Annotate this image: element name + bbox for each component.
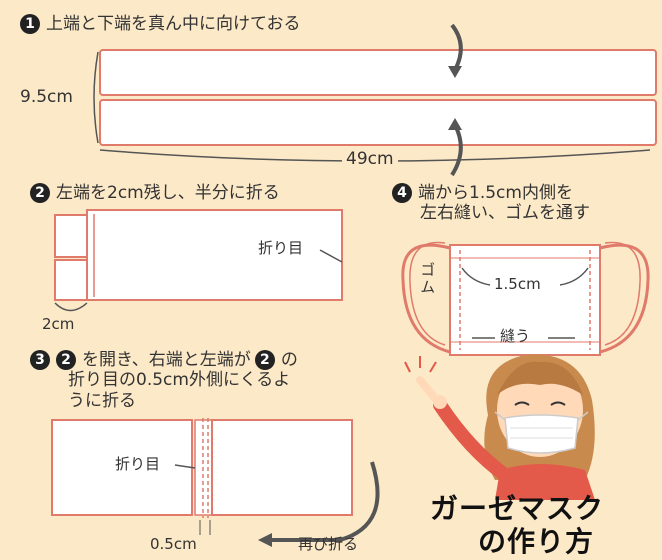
step3-line1-pre: を開き、右端と左端が bbox=[82, 350, 251, 370]
step2-fabric bbox=[54, 209, 343, 312]
step4-elastic: ゴム bbox=[418, 262, 437, 296]
step4-instruction-line2: 左右縫い、ゴムを通す bbox=[420, 203, 590, 223]
step2-instruction: 2 左端を2cm残し、半分に折る bbox=[30, 183, 280, 204]
step3-fabric bbox=[51, 418, 380, 547]
step2-number: 2 bbox=[30, 183, 50, 203]
step2-dim: 2cm bbox=[42, 315, 75, 333]
step4-number: 4 bbox=[392, 183, 412, 203]
step4-dim: 1.5cm bbox=[494, 275, 541, 293]
step3-line1-post: の bbox=[280, 350, 298, 370]
girl-illustration bbox=[404, 354, 595, 500]
step3-ref-number: 2 bbox=[56, 350, 76, 370]
step4-instruction-line1: 4 端から1.5cm内側を bbox=[392, 183, 573, 204]
step4-mask bbox=[401, 241, 650, 356]
step3-dim: 0.5cm bbox=[150, 535, 197, 553]
title-line1: ガーゼマスク bbox=[430, 492, 605, 525]
step3-fold-label: 折り目 bbox=[115, 455, 161, 473]
step1-instruction: 1 上端と下端を真ん中に向けておる bbox=[20, 14, 301, 35]
step3-number: 3 bbox=[30, 350, 50, 370]
step1-height-dim: 9.5cm bbox=[20, 87, 73, 107]
step3-refold: 再び折る bbox=[298, 535, 359, 553]
step1-text: 上端と下端を真ん中に向けておる bbox=[46, 14, 301, 34]
step1-number: 1 bbox=[20, 14, 40, 34]
step4-line1: 端から1.5cm内側を bbox=[418, 183, 573, 203]
step3-line1-number: 2 bbox=[254, 350, 275, 370]
step2-fold-label: 折り目 bbox=[258, 239, 304, 257]
step2-text: 左端を2cm残し、半分に折る bbox=[56, 183, 280, 203]
step1-width-dim: 49cm bbox=[342, 149, 398, 170]
step3-instruction-line3: うに折る bbox=[68, 391, 136, 411]
title-line2: の作り方 bbox=[478, 525, 595, 558]
step3-instruction-line2: 折り目の0.5cm外側にくるよ bbox=[68, 370, 291, 390]
step1-fabric bbox=[93, 23, 657, 177]
step4-sew: 縫う bbox=[500, 327, 531, 345]
